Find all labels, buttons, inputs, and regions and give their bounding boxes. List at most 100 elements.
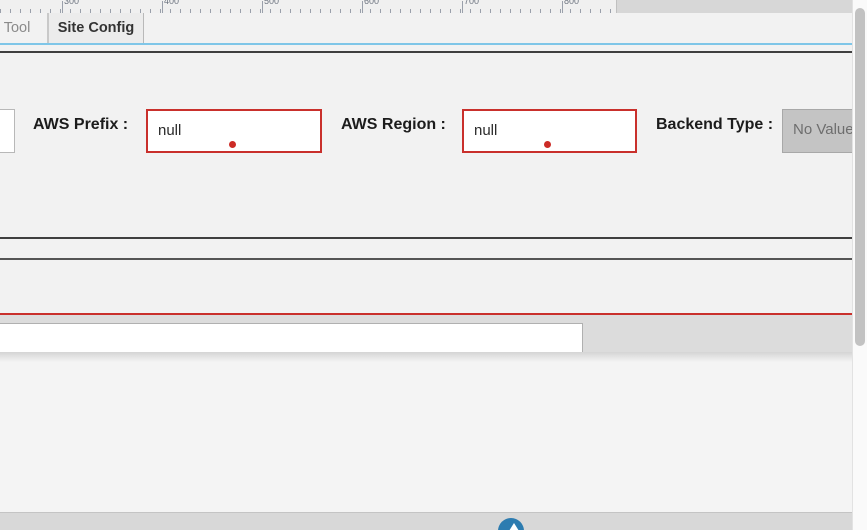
ruler-tick-minor [470, 9, 471, 13]
ruler-tick-minor [90, 9, 91, 13]
ruler-tick-minor [400, 9, 401, 13]
ruler-tick-minor [420, 9, 421, 13]
ruler-tick-minor [100, 9, 101, 13]
ruler-inactive-region [616, 0, 867, 13]
ruler-tick-minor [110, 9, 111, 13]
ruler-tick-minor [210, 9, 211, 13]
ruler-tick-minor [540, 9, 541, 13]
ruler-tick-minor [350, 9, 351, 13]
ruler-tick-minor [170, 9, 171, 13]
ruler-tick-minor [610, 9, 611, 13]
divider-middle-2 [0, 258, 853, 260]
scrollbar-thumb[interactable] [855, 8, 865, 346]
ruler-tick-major [462, 1, 463, 13]
ruler-tick-minor [600, 9, 601, 13]
ruler-tick-minor [590, 9, 591, 13]
lower-content-area [0, 352, 853, 530]
ruler-label: 300 [64, 0, 80, 6]
ruler-tick-minor [180, 9, 181, 13]
ruler-label: 400 [164, 0, 180, 6]
ruler-tick-major [62, 1, 63, 13]
ruler-tick-minor [430, 9, 431, 13]
ruler-tick-minor [20, 9, 21, 13]
divider-error-red [0, 313, 853, 315]
ruler-tick-minor [580, 9, 581, 13]
ruler-tick-minor [260, 9, 261, 13]
footer-bar [0, 512, 853, 530]
ruler-tick-minor [570, 9, 571, 13]
ruler-tick-minor [510, 9, 511, 13]
vertical-scrollbar[interactable] [852, 0, 867, 530]
aws-prefix-label: AWS Prefix : [33, 116, 129, 133]
ruler-tick-major [262, 1, 263, 13]
ruler-tick-minor [60, 9, 61, 13]
aws-prefix-required-dot [229, 141, 236, 148]
ruler-tick-minor [10, 9, 11, 13]
ruler-tick-minor [190, 9, 191, 13]
ruler-label: 800 [564, 0, 580, 6]
tab-site-config-label: Site Config [57, 20, 135, 36]
aws-region-label: AWS Region : [341, 116, 446, 133]
ruler-tick-major [562, 1, 563, 13]
ruler-tick-minor [530, 9, 531, 13]
ruler-tick-minor [160, 9, 161, 13]
ruler-tick-minor [290, 9, 291, 13]
ruler-tick-minor [360, 9, 361, 13]
ruler-tick-minor [370, 9, 371, 13]
tab-deploy-tool[interactable]: y Tool [0, 13, 48, 43]
aws-region-required-dot [544, 141, 551, 148]
ruler-tick-minor [30, 9, 31, 13]
ruler-label: 700 [464, 0, 480, 6]
ruler-tick-minor [300, 9, 301, 13]
divider-top [0, 51, 853, 53]
tab-deploy-tool-label: y Tool [0, 20, 31, 36]
ruler-tick-minor [440, 9, 441, 13]
form-row-aws: AWS Prefix : null AWS Region : null Back… [0, 95, 867, 155]
ruler-tick-minor [80, 9, 81, 13]
ruler-tick-minor [0, 9, 1, 13]
ruler-tick-minor [250, 9, 251, 13]
ruler-tick-minor [480, 9, 481, 13]
ruler-tick-minor [120, 9, 121, 13]
ruler-tick-minor [520, 9, 521, 13]
ruler-tick-minor [50, 9, 51, 13]
ruler-ticks: 300 400 500 600 700 800 [0, 0, 867, 13]
backend-type-label: Backend Type : [656, 116, 774, 133]
ruler-tick-minor [200, 9, 201, 13]
ruler-tick-minor [460, 9, 461, 13]
ruler-tick-minor [390, 9, 391, 13]
ruler-tick-minor [280, 9, 281, 13]
ruler-tick-minor [410, 9, 411, 13]
ruler-tick-minor [150, 9, 151, 13]
ruler-tick-minor [130, 9, 131, 13]
ruler-tick-minor [240, 9, 241, 13]
tab-bar: y Tool Site Config [0, 13, 867, 45]
ruler-label: 600 [364, 0, 380, 6]
config-panel [0, 45, 853, 367]
ruler-tick-minor [70, 9, 71, 13]
ruler-tick-minor [40, 9, 41, 13]
ruler-tick-minor [500, 9, 501, 13]
ruler-tick-major [162, 1, 163, 13]
tab-site-config[interactable]: Site Config [48, 13, 144, 43]
ruler-tick-minor [490, 9, 491, 13]
ruler-tick-minor [330, 9, 331, 13]
ruler-tick-major [362, 1, 363, 13]
ruler-tick-minor [310, 9, 311, 13]
ruler-tick-minor [550, 9, 551, 13]
truncated-left-field[interactable] [0, 109, 15, 153]
ruler-tick-minor [380, 9, 381, 13]
horizontal-ruler: 300 400 500 600 700 800 [0, 0, 867, 14]
ruler-tick-minor [270, 9, 271, 13]
ruler-tick-minor [230, 9, 231, 13]
info-circle-icon[interactable] [498, 518, 524, 530]
divider-middle-1 [0, 237, 853, 239]
ruler-tick-minor [320, 9, 321, 13]
ruler-tick-minor [340, 9, 341, 13]
ruler-label: 500 [264, 0, 280, 6]
ruler-tick-minor [220, 9, 221, 13]
ruler-tick-minor [140, 9, 141, 13]
panel-drop-shadow [0, 352, 853, 362]
ruler-tick-minor [450, 9, 451, 13]
